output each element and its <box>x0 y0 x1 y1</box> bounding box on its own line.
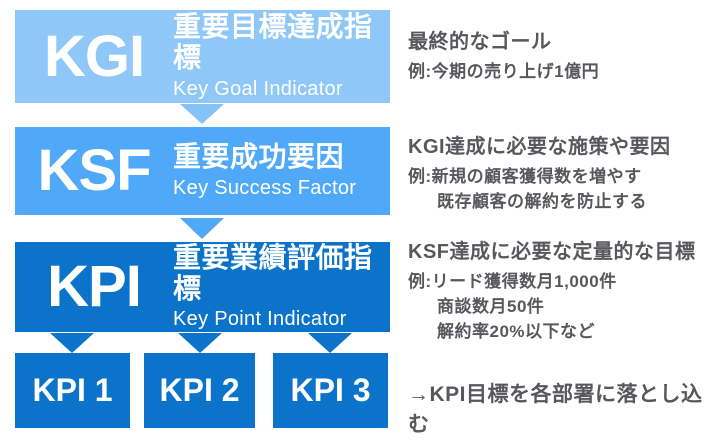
kgi-note: 最終的なゴール 例:今期の売り上げ1億円 <box>408 30 714 84</box>
kgi-note-example: 例:今期の売り上げ1億円 <box>408 62 600 81</box>
ksf-note-example-1: 例:新規の顧客獲得数を増やす <box>408 167 642 186</box>
kpi2-box: KPI 2 <box>144 353 255 428</box>
kgi-titles: 重要目標達成指標 Key Goal Indicator <box>173 11 390 101</box>
ksf-note: KGI達成に必要な施策や要因 例:新規の顧客獲得数を増やす 既存顧客の解約を防止… <box>408 135 714 214</box>
ksf-note-example-2: 既存顧客の解約を防止する <box>437 192 647 211</box>
kpi3-label: KPI 3 <box>290 372 371 408</box>
kpi-note-example-3: 解約率20%以下など <box>437 322 596 341</box>
kpi-title-ja: 重要業績評価指標 <box>173 241 373 304</box>
kpi-note-example-1: 例:リード獲得数月1,000件 <box>408 272 617 291</box>
kpi1-label: KPI 1 <box>32 372 113 408</box>
down-arrow-icon <box>180 218 224 239</box>
kpi-note-title: KSF達成に必要な定量的な目標 <box>408 241 696 263</box>
kpi1-box: KPI 1 <box>15 353 130 428</box>
down-arrow-icon <box>178 333 222 353</box>
ksf-box: KSF 重要成功要因 Key Success Factor <box>15 127 390 215</box>
kpi-acronym: KPI <box>47 254 142 319</box>
kpi-box: KPI 重要業績評価指標 Key Point Indicator <box>15 242 390 332</box>
ksf-titles: 重要成功要因 Key Success Factor <box>173 141 390 200</box>
kpi2-label: KPI 2 <box>159 372 240 408</box>
down-arrow-icon <box>180 104 224 124</box>
ksf-title-ja: 重要成功要因 <box>173 141 345 173</box>
kgi-title-en: Key Goal Indicator <box>173 77 343 100</box>
kgi-box: KGI 重要目標達成指標 Key Goal Indicator <box>15 10 390 103</box>
kpi-title-en: Key Point Indicator <box>173 308 347 331</box>
ksf-acronym: KSF <box>37 138 152 203</box>
down-arrow-icon <box>50 333 94 353</box>
kpi-note-example-2: 商談数月50件 <box>437 297 545 316</box>
kpi3-box: KPI 3 <box>273 353 388 428</box>
kgi-note-title: 最終的なゴール <box>408 31 552 53</box>
kpi-breakdown-footnote: →KPI目標を各部署に落とし込む <box>408 383 703 436</box>
kgi-title-ja: 重要目標達成指標 <box>173 11 373 73</box>
kgi-acronym: KGI <box>43 23 145 89</box>
down-arrow-icon <box>308 333 352 353</box>
ksf-note-title: KGI達成に必要な施策や要因 <box>408 136 671 158</box>
kpi-note: KSF達成に必要な定量的な目標 例:リード獲得数月1,000件 商談数月50件 … <box>408 240 714 344</box>
ksf-title-en: Key Success Factor <box>173 176 357 199</box>
kpi-titles: 重要業績評価指標 Key Point Indicator <box>173 241 390 332</box>
